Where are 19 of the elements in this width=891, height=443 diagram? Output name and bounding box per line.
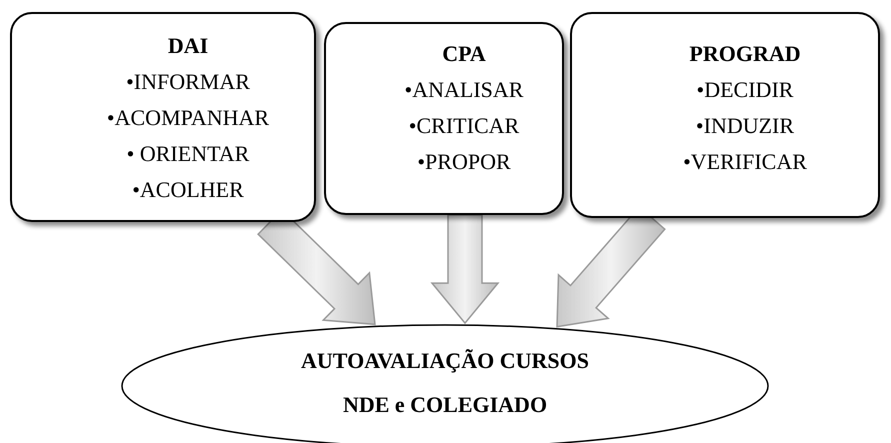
bullet-item: •INFORMAR xyxy=(125,68,251,96)
rounded-box xyxy=(324,22,564,215)
bullet-item: •ACOMPANHAR xyxy=(106,104,270,132)
bullet-item: •ACOLHER xyxy=(131,176,245,204)
bullet-item: •DECIDIR xyxy=(696,76,794,104)
bullet-item: •INDUZIR xyxy=(694,112,796,140)
rounded-box xyxy=(570,12,880,218)
bullet-item: •ANALISAR xyxy=(404,76,524,104)
bullet-item: •VERIFICAR xyxy=(682,148,808,176)
bullet-item: • ORIENTAR xyxy=(126,140,250,168)
block-arrow xyxy=(430,214,500,324)
rounded-box xyxy=(10,12,316,222)
box-heading: CPA xyxy=(441,40,487,68)
box-heading: DAI xyxy=(166,32,210,60)
bullet-item: •PROPOR xyxy=(416,148,512,176)
ellipse-text: NDE e COLEGIADO xyxy=(342,392,548,418)
box-heading: PROGRAD xyxy=(688,40,802,68)
bullet-item: •CRITICAR xyxy=(408,112,520,140)
ellipse-text: AUTOAVALIAÇÃO CURSOS xyxy=(300,348,590,374)
